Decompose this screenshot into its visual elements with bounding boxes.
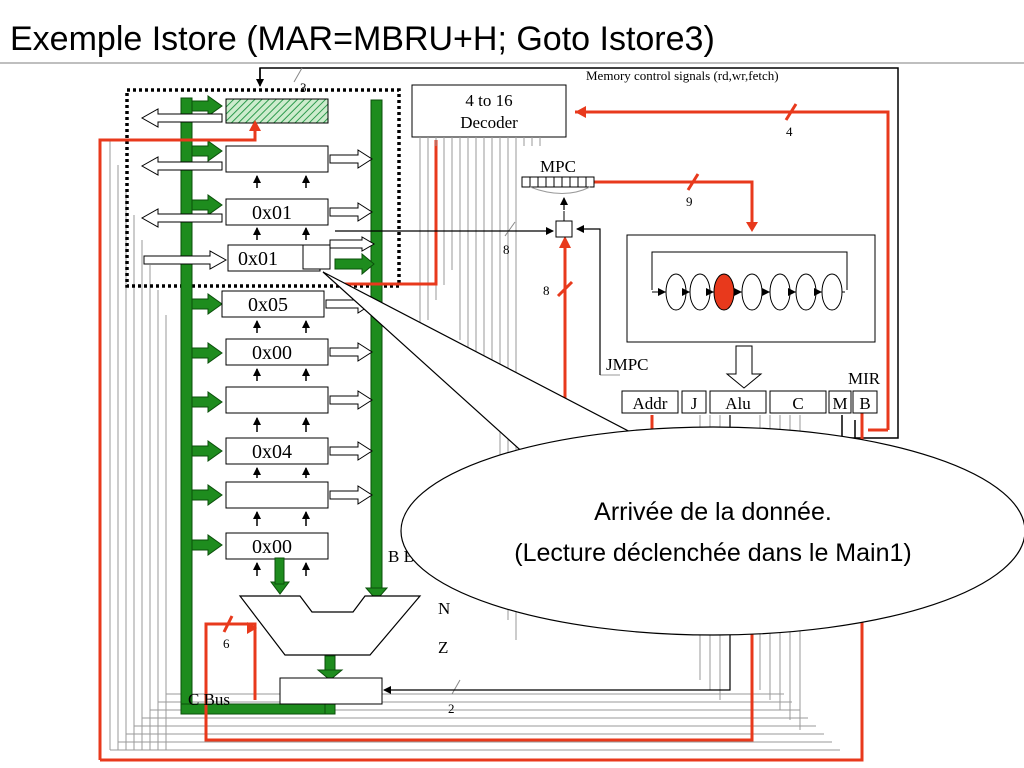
- slide-title: Exemple Istore (MAR=MBRU+H; Goto Istore3…: [10, 20, 715, 58]
- alu-control-arrowhead: [247, 622, 257, 634]
- mir-field-addr: Addr: [633, 394, 668, 413]
- z-flag-label: Z: [438, 638, 448, 657]
- register-value: 0x04: [252, 441, 292, 463]
- register-tos: [225, 437, 329, 465]
- register-mar: [225, 98, 329, 124]
- mir: [621, 390, 878, 414]
- width-3: 3: [300, 80, 307, 95]
- width-4: 4: [786, 124, 793, 139]
- mar-control-arrowhead: [249, 120, 261, 131]
- register-value: 0x05: [248, 294, 288, 316]
- register-value: 0x01: [252, 202, 292, 224]
- decoder: [411, 84, 567, 138]
- width-2: 2: [448, 701, 455, 716]
- mpc-label: MPC: [540, 157, 576, 176]
- register-stack: [221, 98, 331, 560]
- register-values: 0x01 0x01 0x05 0x00 0x04 0x00: [238, 202, 292, 558]
- c-bus-write-arrows: [191, 95, 375, 556]
- register-cpp: [225, 386, 329, 414]
- mpc-or-gate: [555, 220, 573, 238]
- register-pc: [225, 198, 329, 226]
- width-9: 9: [686, 194, 693, 209]
- width-6: 6: [223, 636, 230, 651]
- register-lv: [225, 338, 329, 366]
- register-value: 0x01: [238, 248, 278, 270]
- microinstruction-chain: [652, 273, 845, 311]
- b-bus-read-arrows: [325, 149, 375, 505]
- shifter: [279, 677, 383, 705]
- register-value: 0x00: [252, 536, 292, 558]
- mir-field-alu: Alu: [725, 394, 751, 413]
- bus-width-ticks-thin: [293, 67, 516, 695]
- decoder-input-arrowhead: [575, 106, 586, 118]
- mir-field-j: J: [691, 394, 698, 413]
- b-bus: [364, 99, 389, 601]
- callout-line2: (Lecture déclenchée dans le Main1): [514, 539, 911, 567]
- control-store-loop: [651, 251, 848, 290]
- width-8-a: 8: [503, 242, 510, 257]
- mir-field-c: C: [792, 394, 803, 413]
- jmpc-label: JMPC: [606, 355, 649, 374]
- chain-arrowheads: [658, 288, 822, 296]
- mpc-register: [521, 176, 595, 188]
- decoder-line1: 4 to 16: [465, 91, 512, 110]
- alu: [238, 557, 422, 705]
- decoder-line2: Decoder: [460, 113, 518, 132]
- mpc-or-arrowhead: [559, 236, 571, 248]
- alu-shape: [238, 595, 422, 656]
- control-store-to-mir-arrow: [725, 345, 763, 389]
- register-mbr-unsigned: [302, 244, 331, 270]
- current-microinstruction: [713, 273, 735, 311]
- mir-label: MIR: [848, 369, 881, 388]
- n-flag-label: N: [438, 599, 450, 618]
- mir-field-labels: Addr J Alu C M B: [633, 394, 871, 413]
- register-sp: [221, 290, 325, 318]
- register-enable-arrows: [253, 175, 310, 576]
- mir-field-b: B: [859, 394, 870, 413]
- register-mdr: [225, 145, 329, 173]
- callout-bubble: Arrivée de la donnée. (Lecture déclenché…: [322, 271, 1024, 636]
- callout-line1: Arrivée de la donnée.: [594, 498, 832, 526]
- width-8-b: 8: [543, 283, 550, 298]
- register-opc: [225, 481, 329, 509]
- bus-width-ticks: [222, 103, 798, 633]
- decoder-output-pins: [419, 137, 541, 146]
- title-divider: [0, 62, 1024, 64]
- c-bus-label: C Bus: [188, 690, 230, 709]
- memory-interface-arrows: [140, 108, 228, 270]
- control-store-arrowhead: [746, 222, 758, 232]
- register-value: 0x00: [252, 342, 292, 364]
- jmpc-wire: [576, 225, 601, 375]
- mir-field-m: M: [832, 394, 847, 413]
- memory-control-label: Memory control signals (rd,wr,fetch): [586, 68, 779, 83]
